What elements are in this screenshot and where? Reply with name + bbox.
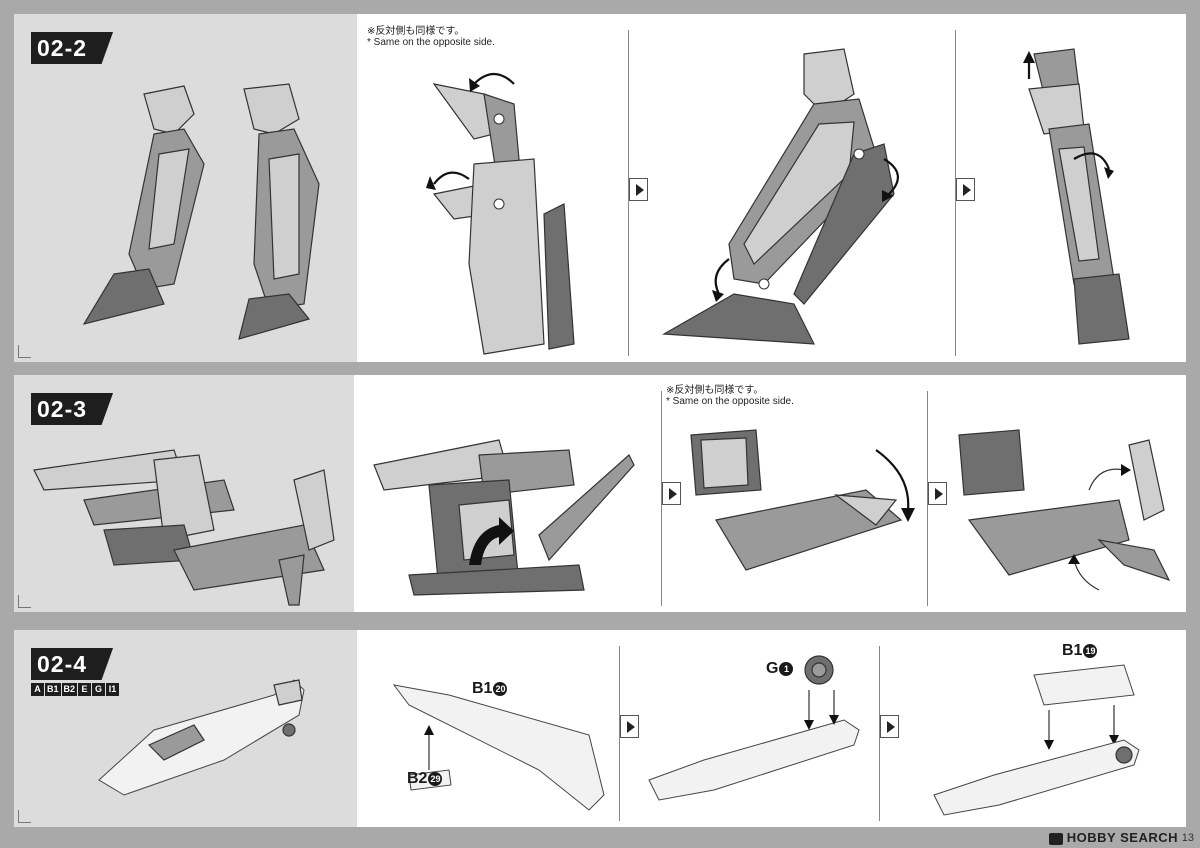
substep-1-illustration xyxy=(426,72,575,355)
next-arrow xyxy=(662,482,681,505)
part-runner: B1 xyxy=(1062,642,1083,659)
part-number: 19 xyxy=(1083,643,1098,658)
step-number: 02-2 xyxy=(31,32,114,64)
next-arrow xyxy=(880,715,899,738)
corner-mark xyxy=(18,345,31,358)
substep-2-illustration xyxy=(648,655,860,801)
next-arrow xyxy=(956,178,975,201)
part-number: 1 xyxy=(779,661,794,676)
step-02-4-overview xyxy=(14,630,357,827)
runner-i1: I1 xyxy=(106,683,120,696)
substep-1-illustration xyxy=(392,684,605,811)
leg-pair-illustration xyxy=(82,83,320,340)
corner-mark xyxy=(18,810,31,823)
step-02-2-panel: 02-2 ※反対側も同様です。 * Same on the opposite s… xyxy=(14,14,1186,362)
brand-watermark: HOBBY SEARCH xyxy=(1048,830,1178,845)
brand-name: HOBBY SEARCH xyxy=(1066,830,1178,845)
part-runner: B2 xyxy=(407,770,428,787)
substep-1-illustration xyxy=(373,439,635,596)
runner-g: G xyxy=(92,683,106,696)
next-arrow xyxy=(629,178,648,201)
brand-logo-icon xyxy=(1048,832,1063,845)
substep-3-illustration xyxy=(1023,48,1130,345)
substep-3-illustration xyxy=(933,664,1140,816)
next-arrow xyxy=(620,715,639,738)
page-number: 13 xyxy=(1181,832,1194,844)
runner-b2: B2 xyxy=(61,683,78,696)
opposite-side-note: ※反対側も同様です。 * Same on the opposite side. xyxy=(367,26,495,48)
note-english: * Same on the opposite side. xyxy=(666,396,794,407)
step-number: 02-3 xyxy=(31,393,114,425)
next-arrow xyxy=(928,482,947,505)
part-runner: G xyxy=(766,660,779,677)
note-japanese: ※反対側も同様です。 xyxy=(367,26,465,37)
step-02-3-panel: 02-3 ※反対側も同様です。 * Same on the opposite s… xyxy=(14,375,1186,612)
fuselage-illustration xyxy=(98,679,305,796)
step-02-2-overview xyxy=(14,14,357,362)
part-number: 20 xyxy=(493,681,508,696)
runner-e: E xyxy=(78,683,92,696)
part-number: 29 xyxy=(428,771,443,786)
note-english: * Same on the opposite side. xyxy=(367,37,495,48)
substep-2-illustration xyxy=(690,429,915,571)
substep-2-illustration xyxy=(661,48,899,345)
runner-a: A xyxy=(31,683,44,696)
note-japanese: ※反対側も同様です。 xyxy=(666,385,764,396)
opposite-side-note: ※反対側も同様です。 * Same on the opposite side. xyxy=(666,385,794,407)
substep-3-illustration xyxy=(958,429,1171,591)
wing-assembly-illustration xyxy=(33,449,335,606)
step-number: 02-4 xyxy=(31,648,114,680)
part-runner: B1 xyxy=(472,680,493,697)
runner-b1: B1 xyxy=(45,683,61,696)
corner-mark xyxy=(18,595,31,608)
runner-list: A B1 B2 E G I1 xyxy=(31,683,120,696)
